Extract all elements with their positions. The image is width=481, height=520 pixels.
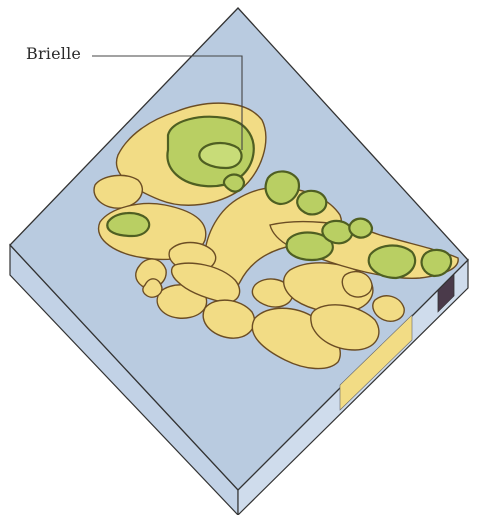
island-west-1 bbox=[94, 175, 142, 208]
island-south-3 bbox=[342, 272, 372, 297]
dike-mid-2 bbox=[297, 191, 326, 215]
dike-east-1 bbox=[369, 246, 415, 278]
dike-mid-5 bbox=[349, 219, 372, 238]
dike-east-2 bbox=[422, 250, 451, 276]
dike-mid-4 bbox=[322, 221, 352, 243]
dike-mid-1 bbox=[266, 171, 299, 204]
dike-brielle-small bbox=[224, 175, 244, 192]
place-label-brielle: Brielle bbox=[26, 44, 81, 63]
dike-brielle-inner bbox=[199, 143, 241, 168]
dike-west bbox=[107, 213, 149, 236]
